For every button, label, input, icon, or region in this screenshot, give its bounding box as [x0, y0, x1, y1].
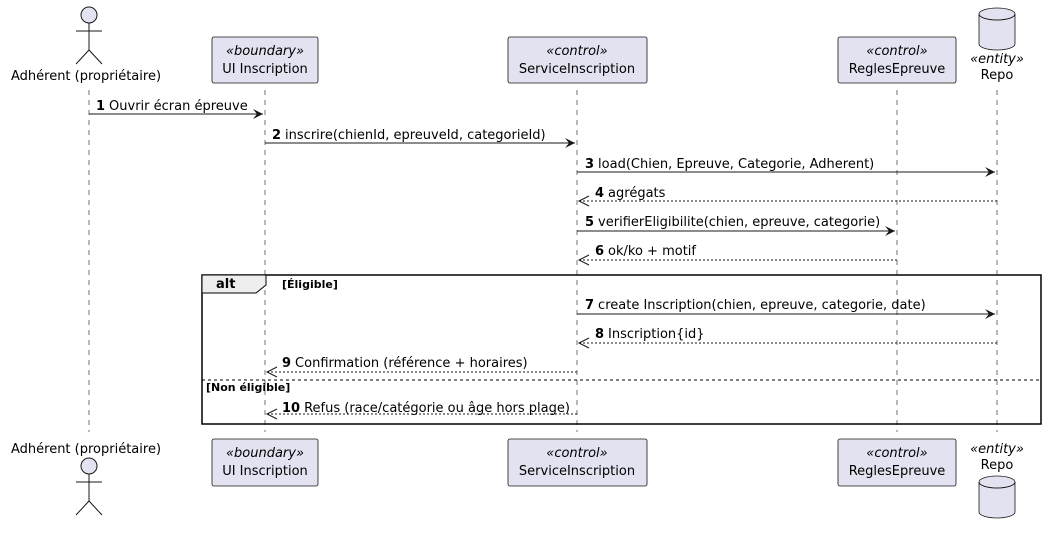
- message-6: 6 ok/ko + motif: [577, 244, 897, 266]
- participant-label: Adhérent (propriétaire): [11, 69, 161, 84]
- participant-label: ReglesEpreuve: [849, 464, 946, 479]
- participant-regles-top: «control» ReglesEpreuve: [837, 36, 957, 84]
- message-number: 4: [595, 186, 604, 201]
- participant-regles-bottom: «control» ReglesEpreuve: [837, 438, 957, 487]
- message-label: ok/ko + motif: [608, 244, 696, 259]
- message-number: 10: [282, 401, 300, 416]
- alt-guard-non-eligible: [Non éligible]: [206, 381, 290, 394]
- message-label: load(Chien, Epreuve, Categorie, Adherent…: [598, 157, 874, 172]
- database-icon: [978, 475, 1016, 519]
- alt-keyword: alt: [216, 277, 235, 292]
- message-number: 9: [282, 356, 291, 371]
- message-3: 3 load(Chien, Epreuve, Categorie, Adheren…: [577, 157, 995, 177]
- participant-label: ReglesEpreuve: [849, 62, 946, 77]
- participant-stereotype: «control»: [866, 44, 927, 59]
- message-5: 5 verifierEligibilite(chien, epreuve, cat…: [577, 215, 895, 236]
- svg-text:6ok/ko + motif: 6 ok/ko + motif: [595, 244, 696, 259]
- message-number: 2: [272, 128, 281, 143]
- message-label: Confirmation (référence + horaires): [295, 356, 528, 371]
- participant-label: Repo: [981, 68, 1014, 83]
- message-4: 4 agrégats: [577, 186, 997, 207]
- participant-stereotype: «entity»: [970, 52, 1024, 67]
- message-label: Inscription{id}: [608, 327, 705, 342]
- message-number: 7: [585, 298, 594, 313]
- participant-label: Adhérent (propriétaire): [11, 442, 161, 457]
- message-label: verifierEligibilite(chien, epreuve, cate…: [598, 215, 880, 230]
- message-number: 6: [595, 244, 604, 259]
- participant-repo-top: «entity» Repo: [970, 7, 1024, 83]
- participant-label: ServiceInscription: [519, 62, 635, 77]
- participant-adherent-bottom: Adhérent (propriétaire): [11, 442, 161, 516]
- message-number: 1: [96, 99, 105, 114]
- alt-fragment: alt [Éligible] [Non éligible]: [201, 274, 1042, 425]
- alt-guard-eligible: [Éligible]: [282, 278, 338, 291]
- participant-stereotype: «control»: [866, 446, 927, 461]
- message-number: 5: [585, 215, 594, 230]
- actor-icon: [75, 6, 103, 65]
- participant-label: UI Inscription: [222, 464, 308, 479]
- message-1: 1 Ouvrir écran épreuve: [89, 99, 263, 119]
- message-2: 2 inscrire(chienId, epreuveId, categorieI…: [265, 128, 575, 148]
- message-label: agrégats: [608, 186, 666, 201]
- participant-stereotype: «control»: [546, 446, 607, 461]
- message-number: 3: [585, 157, 594, 172]
- participant-label: ServiceInscription: [519, 464, 635, 479]
- participant-adherent-top: Adhérent (propriétaire): [11, 6, 161, 84]
- participant-repo-bottom: «entity» Repo: [970, 442, 1024, 519]
- participant-stereotype: «boundary»: [226, 44, 304, 59]
- participant-stereotype: «boundary»: [226, 446, 304, 461]
- message-label: create Inscription(chien, epreuve, categ…: [598, 298, 926, 313]
- actor-icon: [75, 457, 103, 516]
- message-10: 10 Refus (race/catégorie ou âge hors plag…: [265, 401, 577, 420]
- message-label: Refus (race/catégorie ou âge hors plage): [304, 401, 570, 416]
- database-icon: [978, 7, 1016, 51]
- participant-ui-top: «boundary» UI Inscription: [211, 36, 319, 84]
- participant-label: Repo: [981, 458, 1014, 473]
- message-label: Ouvrir écran épreuve: [109, 99, 248, 114]
- participant-stereotype: «control»: [546, 44, 607, 59]
- message-9: 9 Confirmation (référence + horaires): [265, 356, 577, 378]
- participant-service-bottom: «control» ServiceInscription: [507, 438, 648, 487]
- message-label: inscrire(chienId, epreuveId, categorieId…: [285, 128, 546, 143]
- message-number: 8: [595, 327, 604, 342]
- participant-ui-bottom: «boundary» UI Inscription: [211, 438, 319, 487]
- participant-label: UI Inscription: [222, 62, 308, 77]
- message-7: 7 create Inscription(chien, epreuve, cate…: [577, 298, 995, 319]
- participant-service-top: «control» ServiceInscription: [507, 36, 648, 84]
- participant-stereotype: «entity»: [970, 442, 1024, 457]
- message-8: 8 Inscription{id}: [577, 327, 997, 349]
